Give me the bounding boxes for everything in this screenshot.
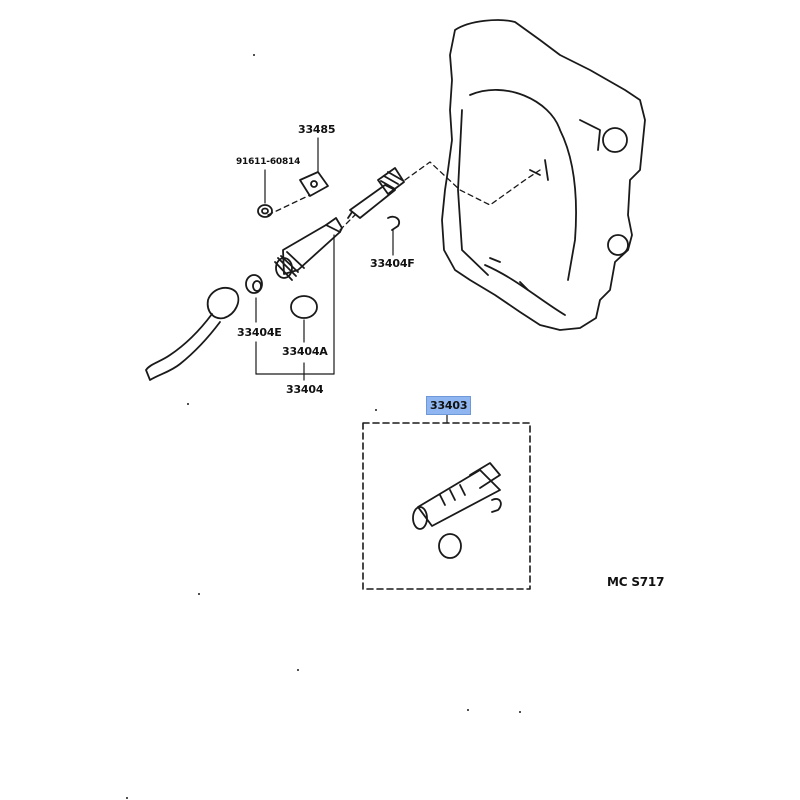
lock-plate-33485 [299,137,329,197]
diagram-code: MC S717 [607,575,665,589]
callout-33404F: 33404F [370,257,415,270]
bolt-91611 [257,169,273,218]
callout-91611-60814: 91611-60814 [236,157,301,167]
callout-33403-highlighted[interactable]: 33403 [426,396,472,415]
leader-lines [267,161,541,231]
driven-gear [347,167,405,219]
kit-box-33403 [362,411,531,590]
oring-33404A [290,295,318,343]
speedometer-cable [145,286,240,381]
callout-33485: 33485 [298,123,336,136]
clip-33404F [387,215,401,256]
transmission-case [441,19,646,331]
sleeve-33404 [274,217,343,281]
callout-33404E: 33404E [237,326,282,339]
speckles [126,54,521,799]
seal-33404E [245,274,263,323]
callout-33404A: 33404A [282,345,328,358]
group-bracket-33404 [255,234,335,381]
callout-33404: 33404 [286,383,324,396]
